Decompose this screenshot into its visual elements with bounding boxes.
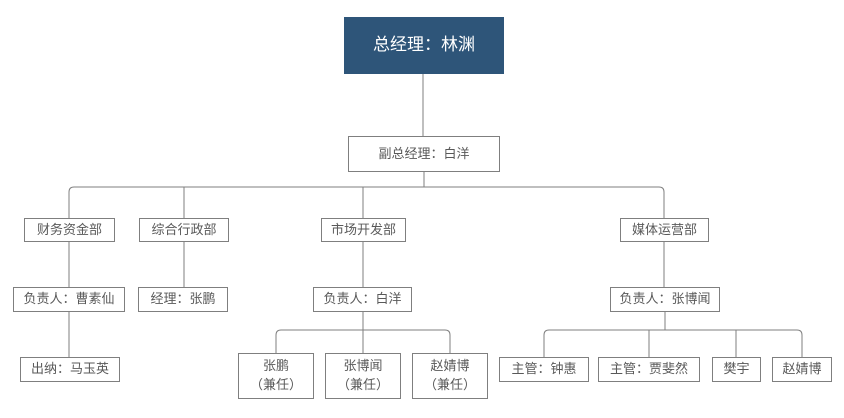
node-note: （兼任）: [249, 378, 302, 393]
org-node-general-manager: 总经理：林渊: [344, 17, 504, 74]
org-node-media-lead: 负责人：张博闻: [610, 287, 720, 312]
org-node-media-staff-2: 主管：贾斐然: [598, 357, 700, 382]
node-label: 樊宇: [723, 362, 750, 377]
node-label: 张鹏: [262, 359, 289, 374]
node-label: 张博闻: [343, 359, 383, 374]
node-label: 经理：张鹏: [150, 292, 216, 307]
org-node-dept-admin: 综合行政部: [139, 218, 229, 242]
org-node-dept-finance: 财务资金部: [24, 218, 115, 242]
node-label: 主管：贾斐然: [609, 362, 688, 377]
org-node-finance-lead: 负责人：曹素仙: [13, 287, 125, 312]
node-label: 主管：钟惠: [511, 362, 577, 377]
org-node-deputy-general-manager: 副总经理：白洋: [348, 136, 500, 172]
org-node-cashier: 出纳：马玉英: [20, 357, 120, 382]
node-label: 出纳：马玉英: [30, 362, 109, 377]
org-node-media-staff-1: 主管：钟惠: [499, 357, 589, 382]
org-node-media-staff-3: 樊宇: [712, 357, 761, 382]
org-node-media-staff-4: 赵婧博: [772, 357, 832, 382]
node-label: 赵婧博: [782, 362, 822, 377]
org-node-marketing-staff-3: 赵婧博 （兼任）: [412, 353, 488, 399]
org-node-marketing-staff-1: 张鹏 （兼任）: [238, 353, 314, 399]
node-label: 副总经理：白洋: [378, 146, 470, 162]
node-label: 负责人：曹素仙: [23, 292, 115, 307]
node-label: 负责人：张博闻: [619, 292, 711, 307]
org-node-dept-media: 媒体运营部: [620, 218, 709, 242]
node-label: 总经理：林渊: [373, 35, 475, 55]
node-label: 市场开发部: [330, 222, 396, 238]
org-node-admin-manager: 经理：张鹏: [138, 287, 228, 312]
node-note: （兼任）: [423, 378, 476, 393]
node-label: 负责人：白洋: [323, 292, 402, 307]
org-node-marketing-lead: 负责人：白洋: [313, 287, 412, 312]
node-label: 赵婧博: [430, 359, 470, 374]
node-label: 财务资金部: [36, 222, 102, 238]
node-label: 综合行政部: [151, 222, 217, 238]
org-node-dept-marketing: 市场开发部: [321, 218, 406, 242]
org-node-marketing-staff-2: 张博闻 （兼任）: [325, 353, 401, 399]
node-label: 媒体运营部: [631, 222, 697, 238]
node-note: （兼任）: [336, 378, 389, 393]
